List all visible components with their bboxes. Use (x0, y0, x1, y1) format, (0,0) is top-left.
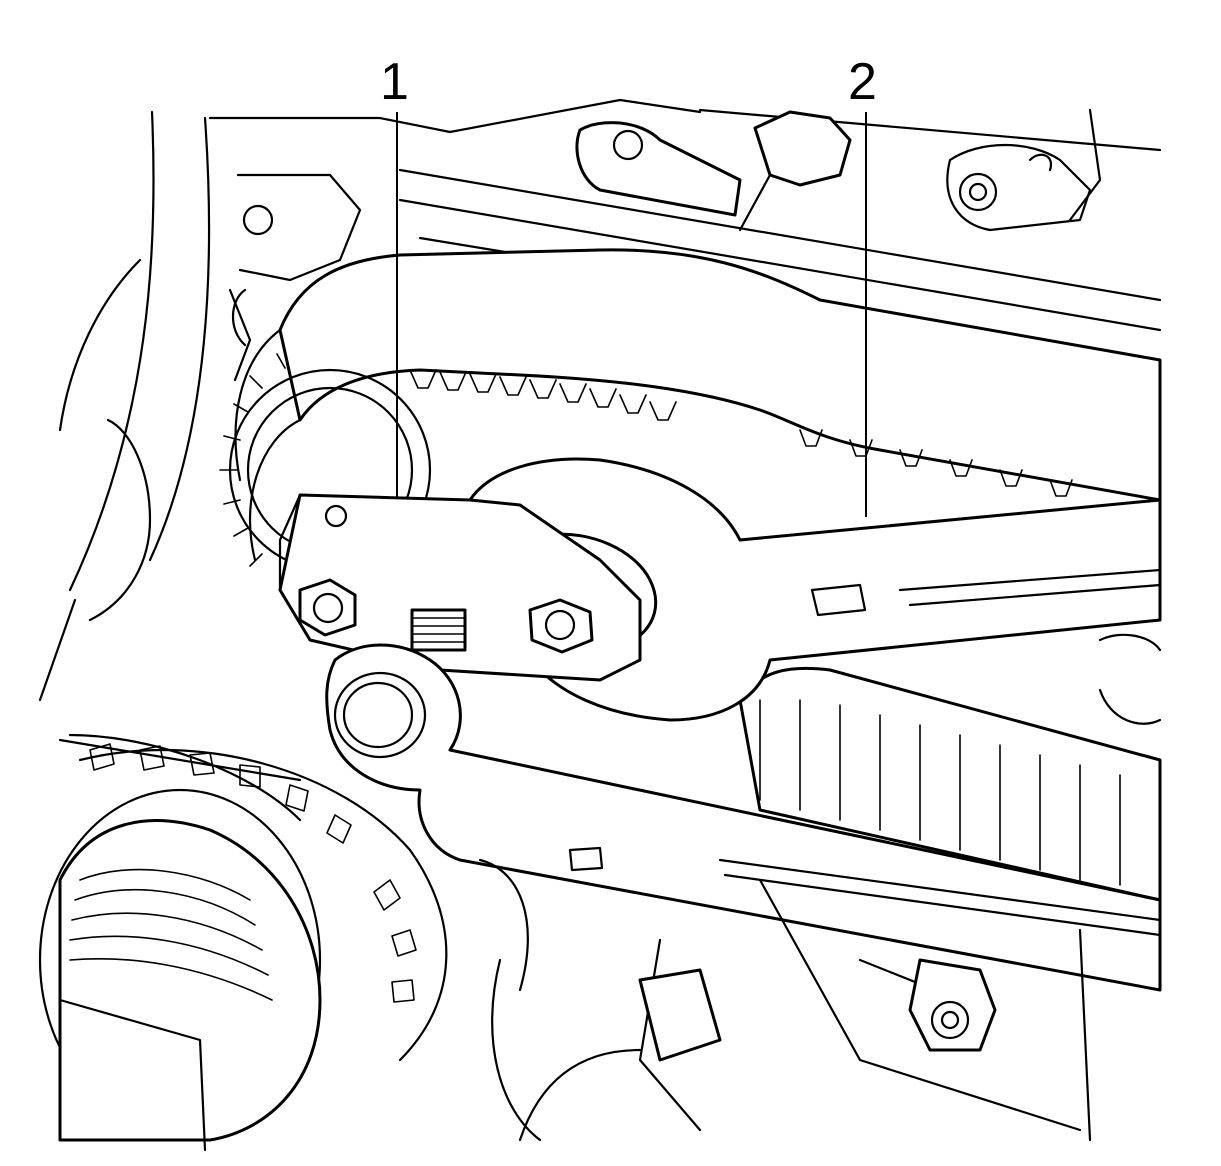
lower-left-pulley (38, 733, 322, 1152)
callout-label-1: 1 (380, 53, 409, 111)
callout-leaders (396, 112, 867, 517)
top-bracket (575, 108, 1102, 232)
lower-housing (478, 858, 1092, 1142)
sensor-wheel (78, 743, 448, 1062)
crank-sprocket-ring (219, 353, 432, 572)
hook-wrench (325, 643, 1162, 992)
callout-label-2: 2 (848, 53, 877, 111)
locking-tool-plate (278, 493, 642, 682)
timing-belt (234, 248, 1162, 562)
engine-housing-lines (38, 98, 702, 702)
